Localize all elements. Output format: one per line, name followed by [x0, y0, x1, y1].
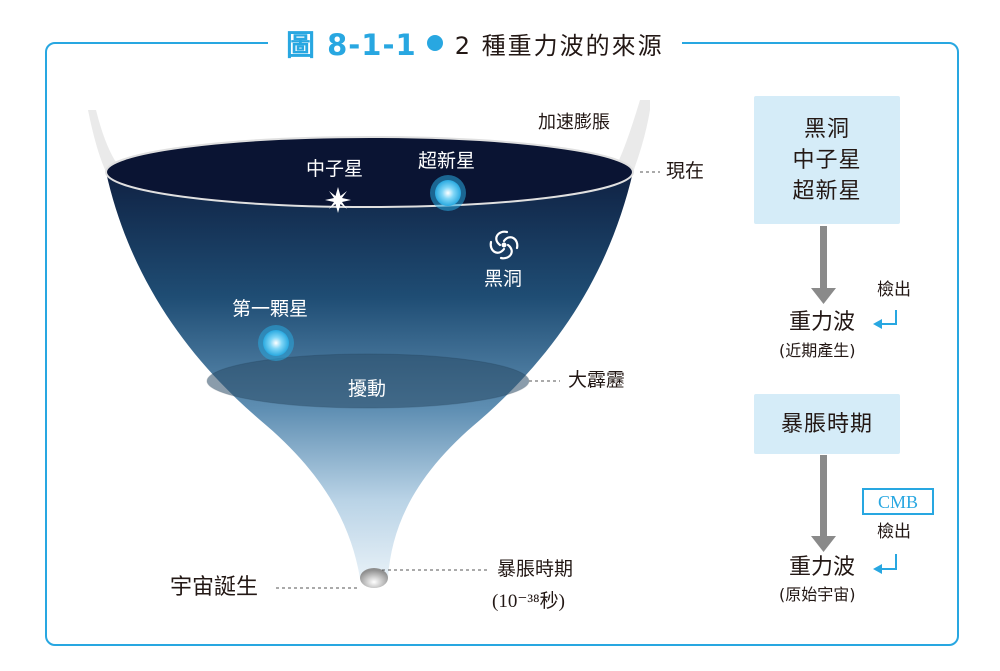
perturbation-label: 擾動 — [348, 378, 387, 400]
inflation-label: 暴脹時期 — [497, 558, 574, 580]
neutron-star-label: 中子星 — [306, 158, 364, 180]
inflation-box: 暴脹時期 — [754, 394, 900, 454]
supernova-label: 超新星 — [418, 150, 476, 172]
supernova-icon — [430, 175, 466, 211]
cmb-label: CMB — [877, 491, 919, 512]
big-bang-label: 大霹靂 — [568, 369, 626, 391]
title-bullet-icon — [426, 35, 443, 51]
source-item-black-hole: 黑洞 — [803, 116, 850, 142]
first-star-icon — [258, 325, 294, 361]
source-item-neutron-star: 中子星 — [792, 147, 862, 173]
first-star-label: 第一顆星 — [232, 298, 309, 320]
detect-arrow-1-icon — [880, 310, 897, 325]
inflation-box-label: 暴脹時期 — [780, 411, 873, 437]
funnel-tip — [360, 568, 388, 588]
now-label: 現在 — [666, 160, 705, 182]
detect-label-1: 檢出 — [877, 280, 911, 300]
detect-arrow-2-icon — [880, 554, 897, 570]
cmb-badge: CMB — [862, 488, 934, 515]
inflation-time-label: (10⁻³⁸秒) — [492, 591, 566, 612]
gw-recent-sub: (近期產生) — [779, 341, 856, 360]
accelerating-expansion-label: 加速膨脹 — [538, 112, 610, 133]
detect-label-2: 檢出 — [877, 522, 911, 542]
neutron-star-icon — [325, 187, 351, 213]
figure-title: 2 種重力波的來源 — [454, 31, 664, 60]
black-hole-label: 黑洞 — [484, 268, 523, 290]
source-box: 黑洞 中子星 超新星 — [754, 96, 900, 224]
detect-arrow-2-head — [873, 564, 882, 574]
figure-title-bar: 圖 8-1-1 2 種重力波的來源 — [268, 18, 682, 68]
gw-primordial-label: 重力波 — [789, 555, 856, 580]
arrow-down-2 — [811, 455, 836, 552]
gw-primordial-sub: (原始宇宙) — [779, 585, 856, 604]
detect-arrow-1-head — [873, 319, 882, 329]
gw-recent-label: 重力波 — [789, 310, 856, 335]
source-item-supernova: 超新星 — [792, 178, 862, 204]
figure-number: 圖 8-1-1 — [286, 28, 417, 62]
universe-birth-label: 宇宙誕生 — [170, 575, 259, 600]
arrow-down-1 — [811, 226, 836, 304]
funnel-top-ellipse — [105, 136, 634, 208]
black-hole-icon — [489, 230, 519, 260]
